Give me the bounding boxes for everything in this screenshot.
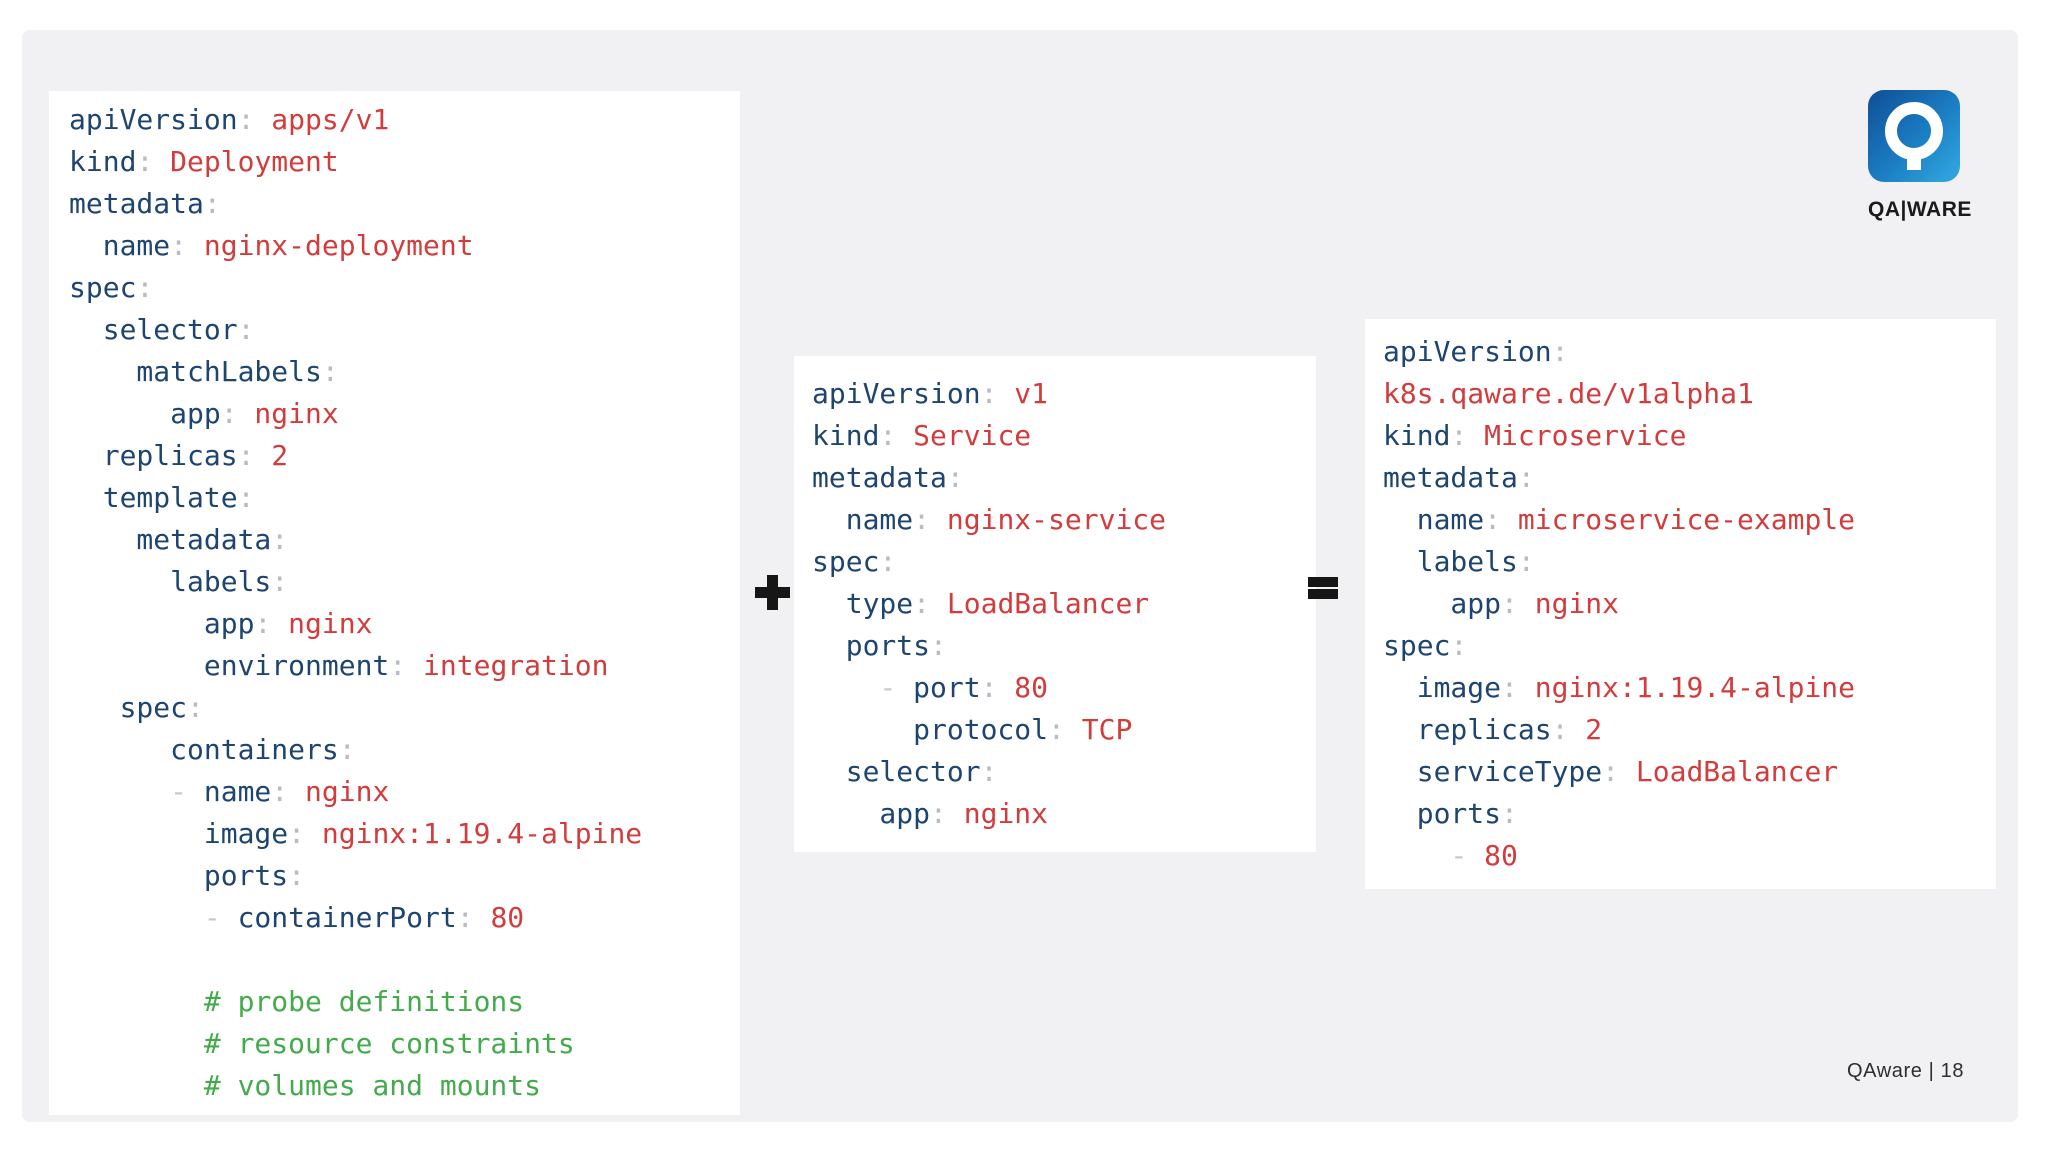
code-line: ports: (1383, 797, 1518, 830)
code-line: matchLabels: (69, 355, 339, 388)
code-line: name: nginx-deployment (69, 229, 474, 262)
code-line: metadata: (812, 461, 964, 494)
code-line: app: nginx (812, 797, 1049, 830)
equals-operator-icon (1308, 577, 1338, 599)
code-line: spec: (812, 545, 897, 578)
code-line (69, 939, 740, 981)
code-line: app: nginx (69, 397, 339, 430)
code-line: kind: Deployment (69, 145, 339, 178)
code-line: apiVersion: v1 (812, 377, 1049, 410)
code-line: replicas: 2 (69, 439, 289, 472)
code-line: spec: (1383, 629, 1468, 662)
code-line: selector: (812, 755, 998, 788)
code-line: - 80 (1383, 839, 1518, 872)
footer-page-label: QAware | 18 (1847, 1060, 1965, 1082)
code-line: replicas: 2 (1383, 713, 1603, 746)
code-line: template: (69, 481, 255, 514)
code-line: app: nginx (1383, 587, 1620, 620)
code-line: protocol: TCP (812, 713, 1133, 746)
code-line: # probe definitions (69, 985, 525, 1018)
code-line: metadata: (69, 187, 221, 220)
code-line: name: nginx-service (812, 503, 1167, 536)
code-line: k8s.qaware.de/v1alpha1 (1383, 377, 1754, 410)
qaware-wordmark: QA|WARE (1868, 198, 1972, 221)
code-line: spec: (69, 271, 154, 304)
code-line: environment: integration (69, 649, 609, 682)
code-line: image: nginx:1.19.4-alpine (69, 817, 643, 850)
code-line: containers: (69, 733, 356, 766)
code-line: metadata: (1383, 461, 1535, 494)
code-line: kind: Microservice (1383, 419, 1687, 452)
code-line: # resource constraints (69, 1027, 575, 1060)
code-line: labels: (1383, 545, 1535, 578)
code-line: labels: (69, 565, 289, 598)
qaware-q-magnifier-icon (1868, 90, 1960, 182)
code-line: name: microservice-example (1383, 503, 1856, 536)
code-line: metadata: (69, 523, 289, 556)
code-line: apiVersion: (1383, 335, 1569, 368)
code-line: spec: (69, 691, 204, 724)
code-line: # volumes and mounts (69, 1069, 542, 1102)
code-line: image: nginx:1.19.4-alpine (1383, 671, 1856, 704)
code-line: kind: Service (812, 419, 1032, 452)
code-line: selector: (69, 313, 255, 346)
code-line: ports: (69, 859, 306, 892)
code-line: - containerPort: 80 (69, 901, 525, 934)
plus-operator-icon (755, 575, 790, 610)
yaml-panel-deployment: apiVersion: apps/v1 kind: Deployment metad… (49, 91, 740, 1115)
code-line: app: nginx (69, 607, 373, 640)
yaml-panel-service: apiVersion: v1 kind: Service metadata: nam… (794, 356, 1316, 852)
qaware-logo: QA|WARE (1868, 90, 1972, 222)
code-line: type: LoadBalancer (812, 587, 1150, 620)
yaml-panel-microservice: apiVersion: k8s.qaware.de/v1alpha1 kind: M… (1365, 319, 1996, 889)
code-line: - port: 80 (812, 671, 1049, 704)
code-line: - name: nginx (69, 775, 390, 808)
code-line: apiVersion: apps/v1 (69, 103, 390, 136)
code-line: serviceType: LoadBalancer (1383, 755, 1839, 788)
code-line: ports: (812, 629, 947, 662)
